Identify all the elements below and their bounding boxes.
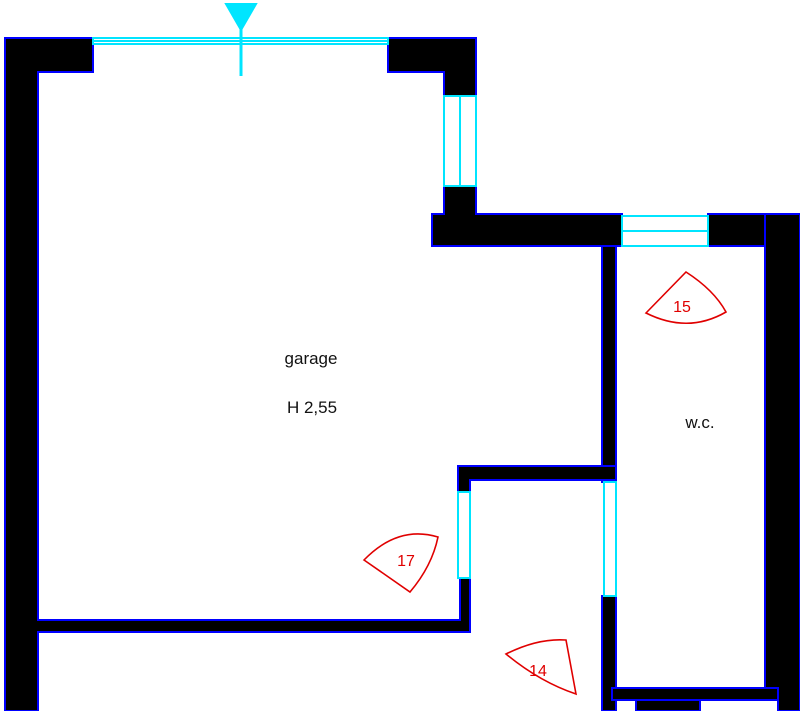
bottom-right-wall xyxy=(635,699,701,711)
marker-15: 15 xyxy=(644,270,728,325)
marker-14: 14 xyxy=(504,638,578,696)
walls xyxy=(4,37,800,711)
room-label-garage: garage xyxy=(285,349,338,368)
room-label-wc: w.c. xyxy=(684,413,714,432)
garage-top-right-wall xyxy=(387,37,477,97)
wc-top-right-wall xyxy=(707,213,769,247)
garage-right-lower-wall xyxy=(431,185,623,247)
room-height-garage: H 2,55 xyxy=(287,398,337,417)
door-garage-corridor xyxy=(457,491,471,579)
garage-wc-partition xyxy=(601,245,617,483)
marker-17-number: 17 xyxy=(397,553,415,570)
wc-bottom-wall xyxy=(611,687,779,701)
marker-17-icon xyxy=(362,533,439,594)
door-wc-corridor xyxy=(603,481,617,597)
wc-right-wall xyxy=(764,213,800,711)
garage-outer-wall xyxy=(4,37,471,711)
entry-arrow-icon xyxy=(224,3,258,76)
marker-14-number: 14 xyxy=(529,663,547,680)
marker-17: 17 xyxy=(362,533,439,594)
marker-15-icon xyxy=(644,270,728,325)
marker-15-number: 15 xyxy=(673,299,691,316)
marker-14-icon xyxy=(504,638,578,696)
corridor-top-wall xyxy=(457,465,617,493)
